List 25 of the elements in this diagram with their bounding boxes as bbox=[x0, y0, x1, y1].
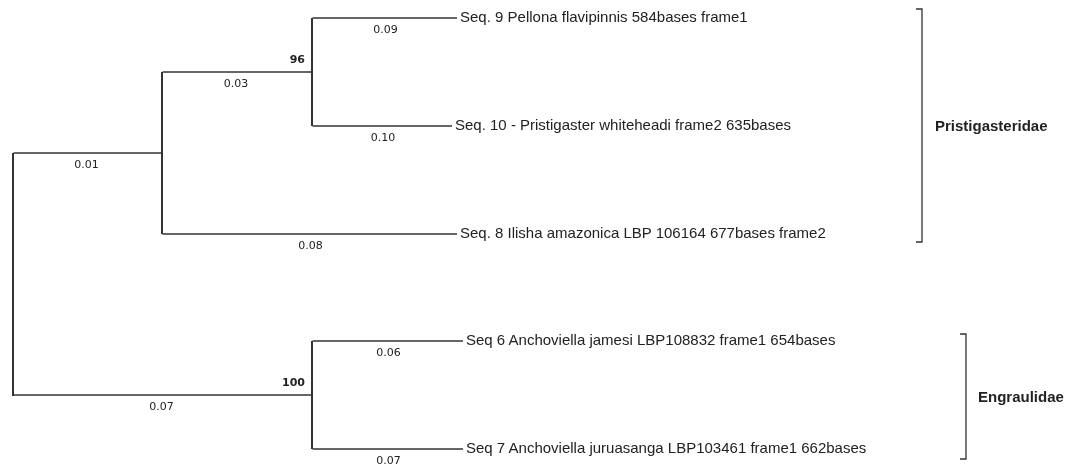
branch-line bbox=[311, 125, 453, 127]
family-label: Engraulidae bbox=[978, 388, 1064, 404]
branch-line bbox=[311, 448, 464, 450]
branch-length: 0.08 bbox=[297, 240, 324, 251]
branch-line bbox=[161, 233, 458, 235]
branch-line bbox=[311, 17, 458, 19]
branch-length: 0.09 bbox=[372, 24, 399, 35]
branch-line bbox=[311, 340, 464, 342]
bootstrap-value: 100 bbox=[282, 377, 305, 388]
branch-length: 0.07 bbox=[148, 401, 175, 412]
bootstrap-value: 96 bbox=[289, 54, 305, 65]
taxon-label: Seq 7 Anchoviella juruasanga LBP103461 frame1 662bases bbox=[466, 439, 867, 457]
branch-length: 0.07 bbox=[375, 455, 402, 466]
branch-line bbox=[12, 152, 162, 154]
family-label: Pristigasteridae bbox=[935, 117, 1048, 133]
taxon-label: Seq. 8 Ilisha amazonica LBP 106164 677bases frame2 bbox=[460, 224, 826, 242]
taxon-label: Seq. 10 - Pristigaster whiteheadi frame2 635bases bbox=[455, 116, 792, 134]
branch-length: 0.03 bbox=[222, 78, 250, 89]
branch-length: 0.06 bbox=[375, 347, 402, 358]
branch-length: 0.10 bbox=[369, 132, 397, 143]
branch-line bbox=[161, 71, 312, 73]
branch-line bbox=[12, 394, 312, 396]
taxon-label: Seq 6 Anchoviella jamesi LBP108832 frame1 654bases bbox=[466, 331, 836, 349]
taxon-label: Seq. 9 Pellona flavipinnis 584bases frame1 bbox=[460, 8, 748, 26]
branch-length: 0.01 bbox=[73, 159, 100, 170]
